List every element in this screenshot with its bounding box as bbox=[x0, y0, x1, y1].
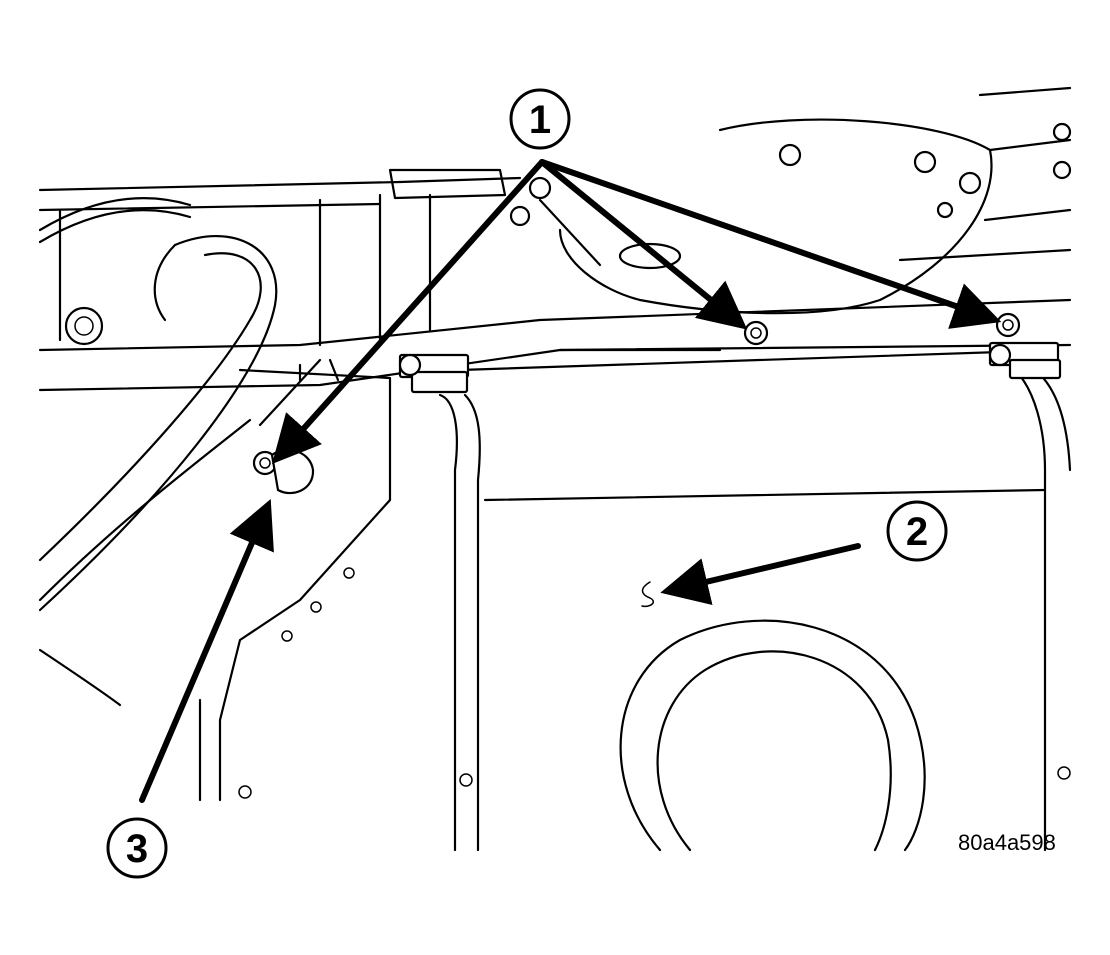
callout-1-label: 1 bbox=[529, 98, 551, 142]
vehicle-structure bbox=[38, 86, 1072, 802]
leader-arrow-1c bbox=[539, 159, 1002, 329]
fuel-tank bbox=[398, 341, 1072, 852]
mounting-nut bbox=[995, 312, 1021, 338]
callout-3-label: 3 bbox=[126, 827, 148, 871]
leader-arrow-3 bbox=[139, 498, 274, 803]
leader-arrow-1a bbox=[272, 159, 545, 464]
figure-id-label: 80a4a598 bbox=[958, 830, 1056, 855]
leader-arrows bbox=[139, 159, 1002, 803]
callout-2-label: 2 bbox=[906, 510, 928, 554]
mounting-nuts bbox=[252, 312, 1021, 476]
leader-arrow-2 bbox=[660, 543, 861, 606]
mounting-nut bbox=[743, 320, 769, 346]
callout-1: 1 bbox=[509, 88, 571, 150]
callout-3: 3 bbox=[106, 817, 168, 879]
callout-2: 2 bbox=[886, 500, 948, 562]
leader-arrow-1b bbox=[539, 159, 748, 330]
